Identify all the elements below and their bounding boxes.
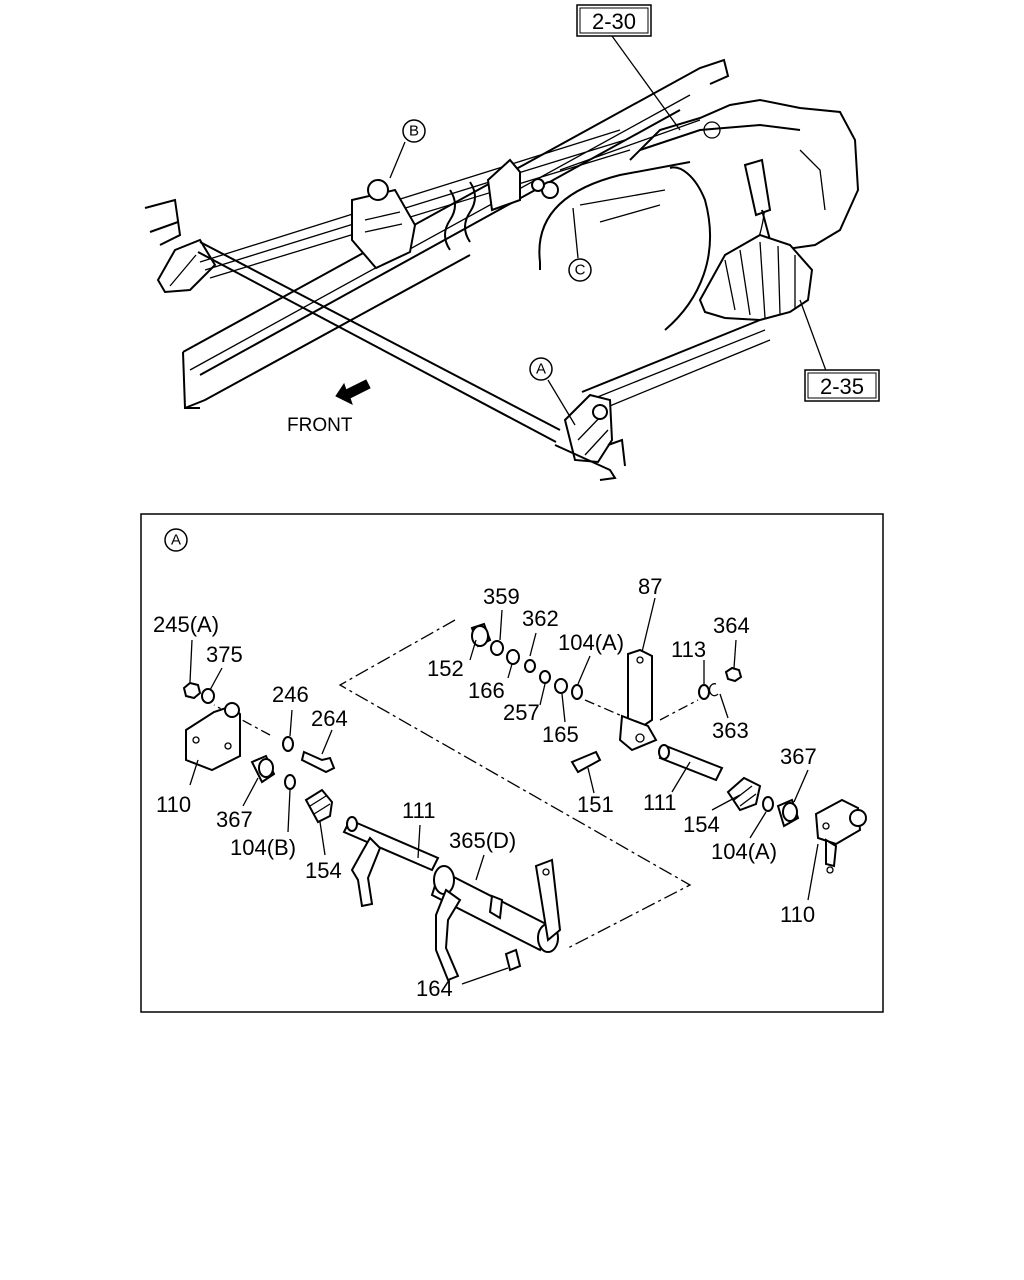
part-label-359: 359 [483,584,520,609]
callout-c: C [568,258,592,282]
part-label-367-right: 367 [780,744,817,769]
part-label-375: 375 [206,642,243,667]
part-label-87: 87 [638,574,662,599]
part-label-245a: 245(A) [153,612,219,637]
part-label-154-left: 154 [305,858,342,883]
detail-a-header: A [164,528,188,552]
callout-a-label: A [536,361,546,378]
detail-a-header-label: A [171,532,181,549]
part-label-152: 152 [427,656,464,681]
part-label-264: 264 [311,706,348,731]
part-label-362: 362 [522,606,559,631]
part-label-364: 364 [713,613,750,638]
front-label: FRONT [287,415,353,436]
detail-a-panel: A [140,513,884,1013]
part-label-166: 166 [468,678,505,703]
part-label-154-right: 154 [683,812,720,837]
ref-box-2-30-label: 2-30 [592,9,636,34]
ref-box-2-35-label: 2-35 [820,374,864,399]
front-arrow-icon [335,379,371,405]
part-label-363: 363 [712,718,749,743]
part-label-104a-right: 104(A) [711,839,777,864]
part-label-165: 165 [542,722,579,747]
callout-b-label: B [409,123,419,140]
ref-box-2-30[interactable]: 2-30 [576,4,652,37]
callout-a: A [529,357,553,381]
ref-box-2-35[interactable]: 2-35 [804,369,880,402]
part-label-113: 113 [671,637,706,662]
part-label-257: 257 [503,700,540,725]
part-label-110-right: 110 [780,902,815,927]
part-label-111-left: 111 [402,798,435,823]
part-label-110-left: 110 [156,792,191,817]
part-label-104b: 104(B) [230,835,296,860]
part-label-367-left: 367 [216,807,253,832]
part-label-164: 164 [416,976,453,1001]
overview-illustration: 2-30 2-35 B C A FRONT [144,4,880,481]
part-label-246: 246 [272,682,309,707]
callout-c-label: C [575,262,586,279]
callout-b: B [402,119,426,143]
part-label-111-right: 111 [643,790,676,815]
part-label-151: 151 [577,792,614,817]
part-label-104a-top: 104(A) [558,630,624,655]
part-label-365d: 365(D) [449,828,516,853]
